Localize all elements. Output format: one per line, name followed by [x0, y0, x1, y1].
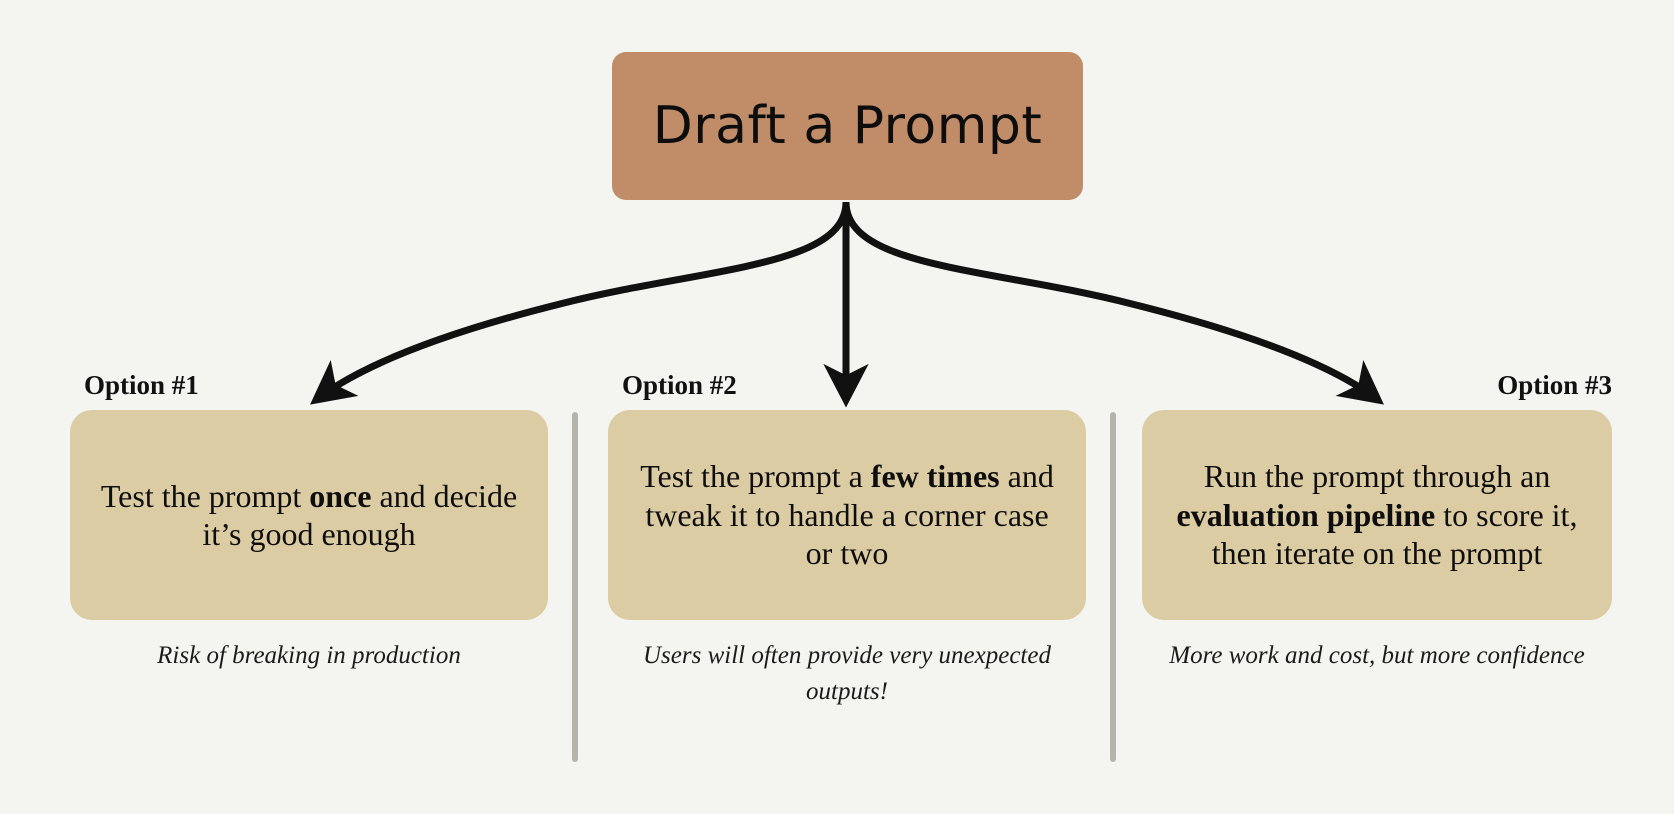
root-node-label: Draft a Prompt: [652, 96, 1043, 156]
option-2-box[interactable]: Test the prompt a few times and tweak it…: [608, 410, 1086, 620]
option-1-tag: Option #1: [84, 370, 199, 400]
option-1-text: Test the prompt once and decide it’s goo…: [100, 477, 518, 552]
option-2-note: Users will often provide very unexpected…: [643, 642, 1051, 706]
option-3-box[interactable]: Run the prompt through an evaluation pip…: [1142, 410, 1612, 620]
option-3-tag: Option #3: [1497, 370, 1612, 400]
option-3-note: More work and cost, but more confidence: [1169, 642, 1585, 669]
option-2-text: Test the prompt a few times and tweak it…: [640, 458, 1054, 572]
column-divider-2: [1110, 412, 1116, 762]
arrow-to-option-1-path: [310, 201, 850, 405]
column-divider-1: [572, 412, 578, 762]
option-2-tag: Option #2: [622, 370, 737, 400]
root-node-draft-a-prompt[interactable]: Draft a Prompt: [612, 52, 1083, 200]
arrow-to-option-3-path: [842, 201, 1384, 405]
option-3-text: Run the prompt through an evaluation pip…: [1176, 458, 1578, 572]
option-1-box[interactable]: Test the prompt once and decide it’s goo…: [70, 410, 548, 620]
option-1-note: Risk of breaking in production: [157, 642, 461, 669]
